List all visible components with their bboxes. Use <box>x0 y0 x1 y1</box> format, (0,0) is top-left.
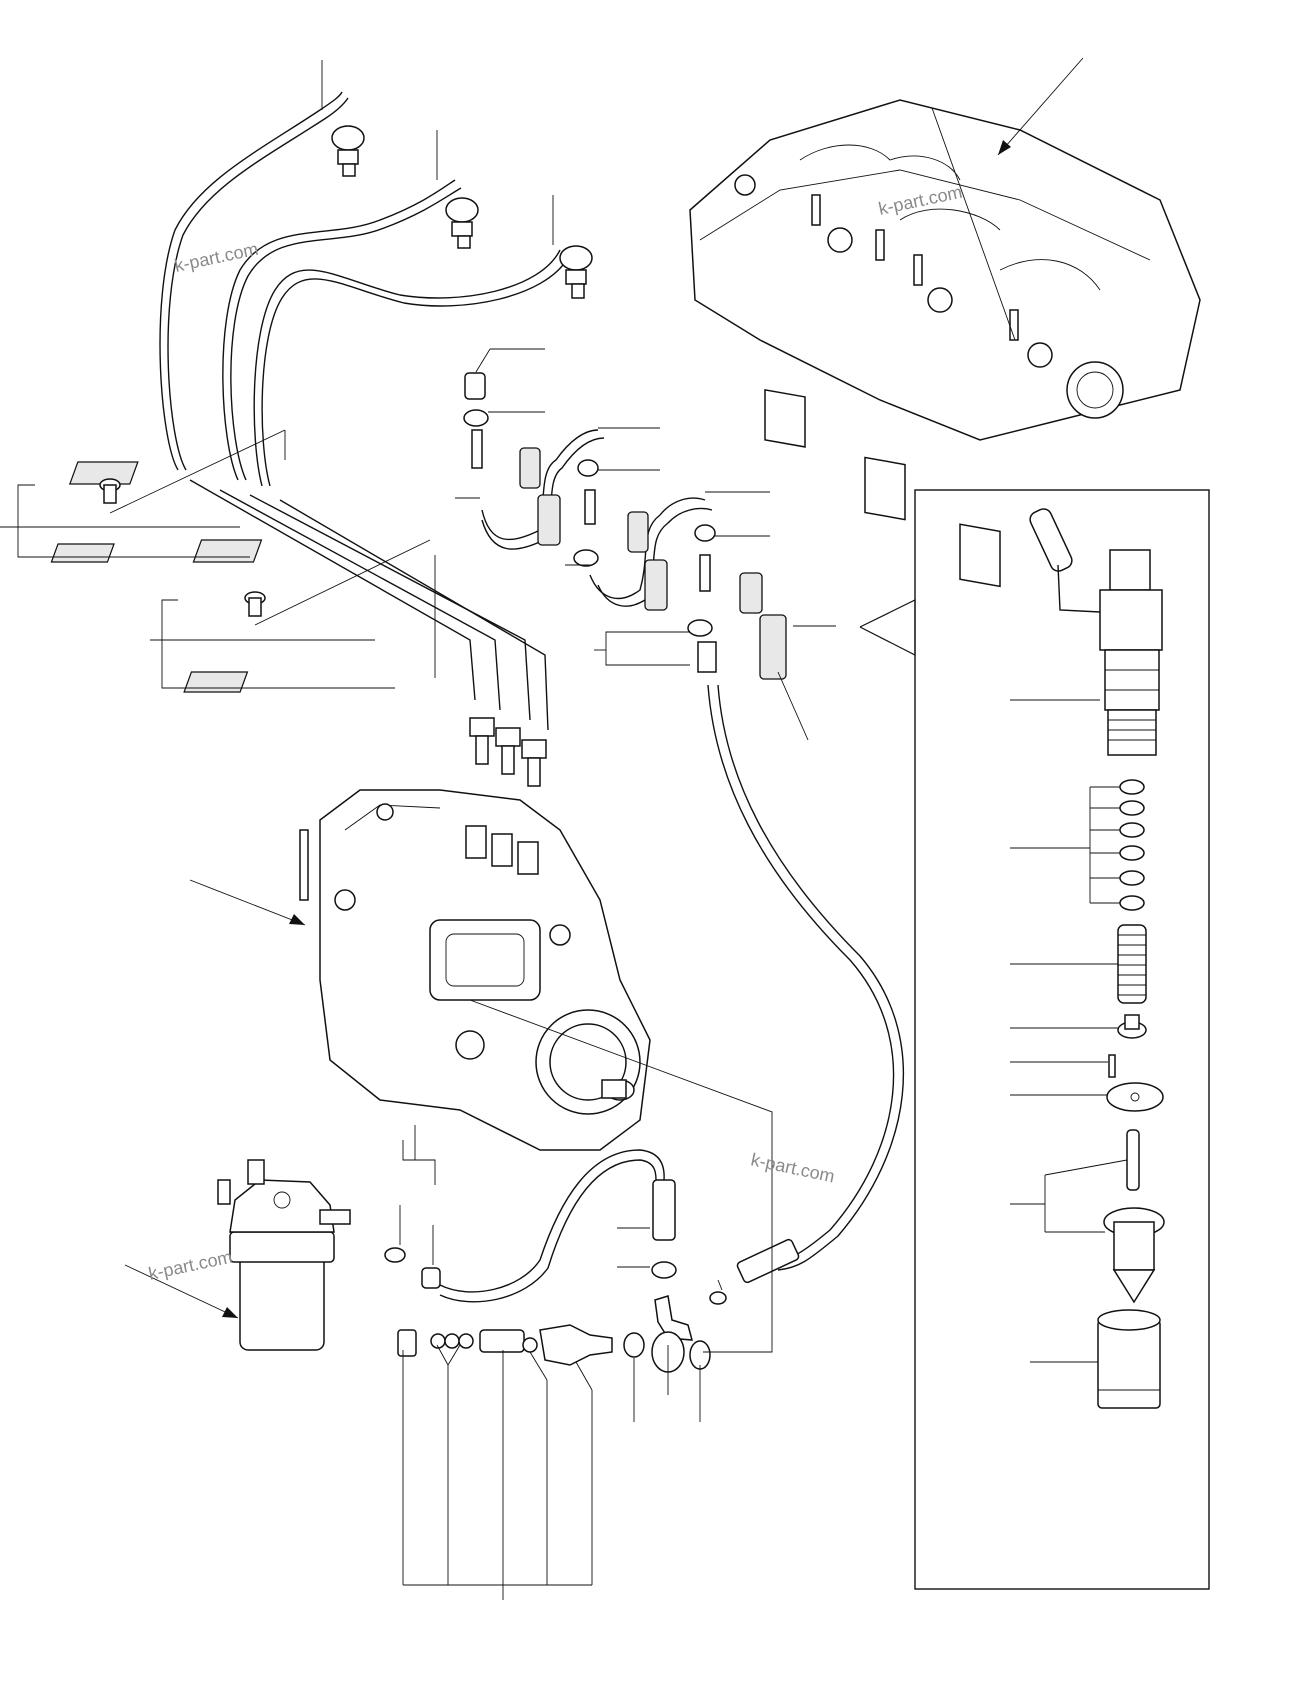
arrow-pump <box>189 879 306 926</box>
leak-off-pipes <box>463 372 787 680</box>
clamp-bolt-2 <box>244 591 266 617</box>
cylinder-head <box>689 99 1201 588</box>
watermark-1: k-part.com <box>173 239 260 276</box>
clamp-bolt-1 <box>99 478 121 504</box>
pipe-nut-3 <box>559 245 593 299</box>
leader-head <box>931 107 1016 341</box>
fuel-feed-pipe <box>439 1149 665 1293</box>
injection-pipes <box>159 91 569 731</box>
pump-outlet-fittings <box>469 717 547 787</box>
fuel-return-hose <box>707 684 895 1263</box>
watermark-4: k-part.com <box>147 1247 234 1284</box>
pipe-clamp-upper <box>50 461 263 693</box>
leader-lines-center <box>455 348 836 741</box>
leader-lines-injector <box>1010 699 1128 1363</box>
feed-hose <box>652 1179 676 1241</box>
watermark-3: k-part.com <box>749 1149 836 1186</box>
arrow-head <box>997 57 1084 156</box>
bottom-parts-row <box>397 1324 645 1366</box>
fuel-filter <box>217 1159 351 1351</box>
leader-lines-bottom <box>402 999 773 1600</box>
leader-lines-left <box>0 429 436 689</box>
pipe-nut-2 <box>445 197 479 249</box>
injector-detail-frame <box>914 489 1210 1590</box>
injector-detail <box>1029 508 1165 1409</box>
pipe-nut-1 <box>331 125 365 177</box>
arrow-filter <box>124 1264 239 1319</box>
injection-pump <box>299 789 651 1151</box>
